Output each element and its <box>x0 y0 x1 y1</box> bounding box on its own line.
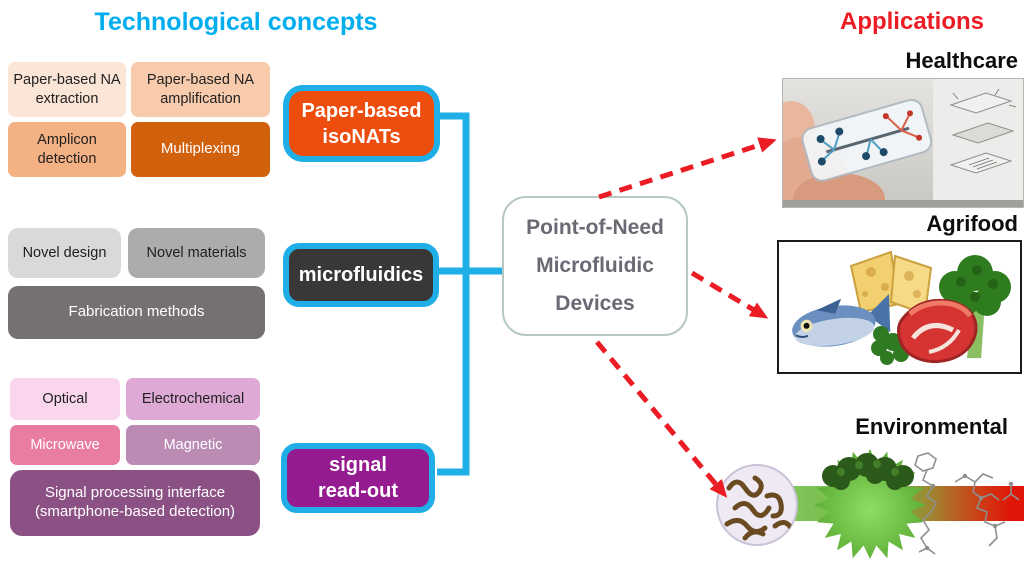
hub-signal-line1: signal <box>329 454 387 476</box>
chip-microwave: Microwave <box>10 425 120 465</box>
cheese-illustration <box>849 250 933 316</box>
center-line2: Microfluidic <box>536 254 654 277</box>
algae-starburst <box>814 449 926 559</box>
microscopy-circle <box>716 464 798 546</box>
chip-multiplexing: Multiplexing <box>131 122 270 177</box>
chip-optical: Optical <box>10 378 120 420</box>
hub-paper-line2: isoNATs <box>322 125 401 148</box>
fish-illustration <box>792 294 891 347</box>
applications-title: Applications <box>839 8 984 35</box>
chip-exploded-schematic <box>949 88 1017 174</box>
agrifood-label: Agrifood <box>926 211 1018 236</box>
microfluidic-chip-photo <box>801 98 933 182</box>
chip-electrochemical: Electrochemical <box>126 378 260 420</box>
chip-fabrication-methods: Fabrication methods <box>8 286 265 339</box>
molecule-structures <box>914 452 1020 555</box>
point-of-need-devices-box: Point-of-Need Microfluidic Devices <box>502 196 688 336</box>
chip-signal-processing-interface: Signal processing interface (smartphone-… <box>10 470 260 536</box>
chip-paper-na-amplification: Paper-based NA amplification <box>131 62 270 117</box>
technological-concepts-title: Technological concepts <box>94 8 378 36</box>
hub-signal-readout: signal read-out <box>281 443 435 513</box>
hub-paper-based-isonats: Paper-based isoNATs <box>283 85 440 162</box>
hub-microfluidics-line1: microfluidics <box>298 264 424 286</box>
center-line1: Point-of-Need <box>526 216 664 239</box>
agrifood-image <box>777 240 1022 374</box>
chip-novel-design: Novel design <box>8 228 121 278</box>
healthcare-image <box>782 78 1024 208</box>
hub-microfluidics: microfluidics <box>283 243 439 307</box>
healthcare-label: Healthcare <box>905 48 1018 73</box>
hub-signal-line2: read-out <box>318 480 398 502</box>
chip-magnetic: Magnetic <box>126 425 260 465</box>
chip-amplicon-detection: Amplicon detection <box>8 122 126 177</box>
chip-paper-na-extraction: Paper-based NA extraction <box>8 62 126 117</box>
center-line3: Devices <box>555 292 635 315</box>
environmental-label: Environmental <box>855 414 1008 439</box>
broccoli-illustration <box>939 255 1011 359</box>
environmental-image <box>716 449 1024 559</box>
hub-paper-line1: Paper-based <box>301 99 422 122</box>
chip-novel-materials: Novel materials <box>128 228 265 278</box>
steak-illustration <box>896 298 978 363</box>
